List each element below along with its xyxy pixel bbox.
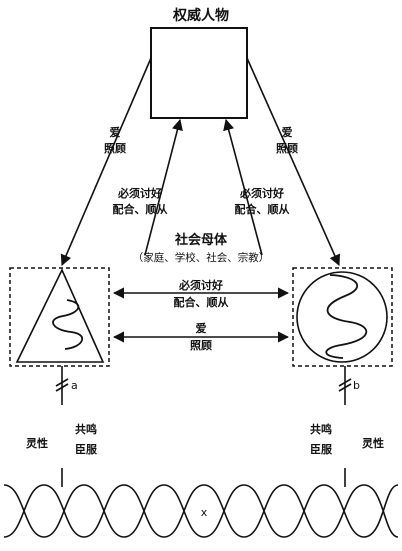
mid-please-label-1: 必须讨好 <box>178 278 223 292</box>
wave-line-1 <box>3 484 399 538</box>
diagram-title: 权威人物 <box>172 7 229 24</box>
resonate-label-left-2: 臣服 <box>75 443 98 456</box>
break-mark-left-1 <box>55 378 69 387</box>
spirit-label-right: 灵性 <box>362 436 384 450</box>
mark-a: a <box>71 379 78 392</box>
please-arrow-left <box>144 118 183 256</box>
care-arrow-right <box>246 57 341 267</box>
resonate-label-right-1: 共鸣 <box>310 422 332 436</box>
care-label-right-1: 爱 <box>282 126 293 139</box>
break-mark-left-2 <box>55 383 69 392</box>
resonate-label-left-1: 共鸣 <box>75 422 97 436</box>
mid-please-label-2: 配合、顺从 <box>174 295 229 309</box>
please-label-right-2: 配合、顺从 <box>235 202 290 216</box>
spirit-label-left: 灵性 <box>26 436 48 450</box>
matrix-subtitle: （家庭、学校、社会、宗教） <box>133 251 270 264</box>
wave-mark-x: x <box>201 506 208 519</box>
please-label-left-1: 必须讨好 <box>117 186 162 200</box>
authority-box <box>150 27 248 119</box>
mid-care-label-2: 照顾 <box>190 339 212 352</box>
please-label-left-2: 配合、顺从 <box>113 202 168 216</box>
care-label-left-1: 爱 <box>110 126 121 139</box>
care-label-left-2: 照顾 <box>104 142 126 155</box>
squiggle-left <box>52 299 83 350</box>
care-arrow-left <box>60 57 152 267</box>
left-self-box <box>9 267 110 367</box>
break-mark-right-2 <box>338 383 352 392</box>
break-mark-right-1 <box>338 378 352 387</box>
wave-line-2 <box>3 484 399 538</box>
resonate-label-right-2: 臣服 <box>310 443 333 456</box>
right-self-box <box>292 267 393 367</box>
care-label-right-2: 照顾 <box>276 142 298 155</box>
please-arrow-right <box>223 118 263 256</box>
please-label-right-1: 必须讨好 <box>239 186 284 200</box>
squiggle-right <box>325 274 368 359</box>
triangle-shape <box>15 268 105 363</box>
mark-b: b <box>353 379 360 392</box>
mid-care-label-1: 爱 <box>196 322 207 335</box>
matrix-title: 社会母体 <box>174 232 228 248</box>
circle-shape <box>296 271 388 363</box>
